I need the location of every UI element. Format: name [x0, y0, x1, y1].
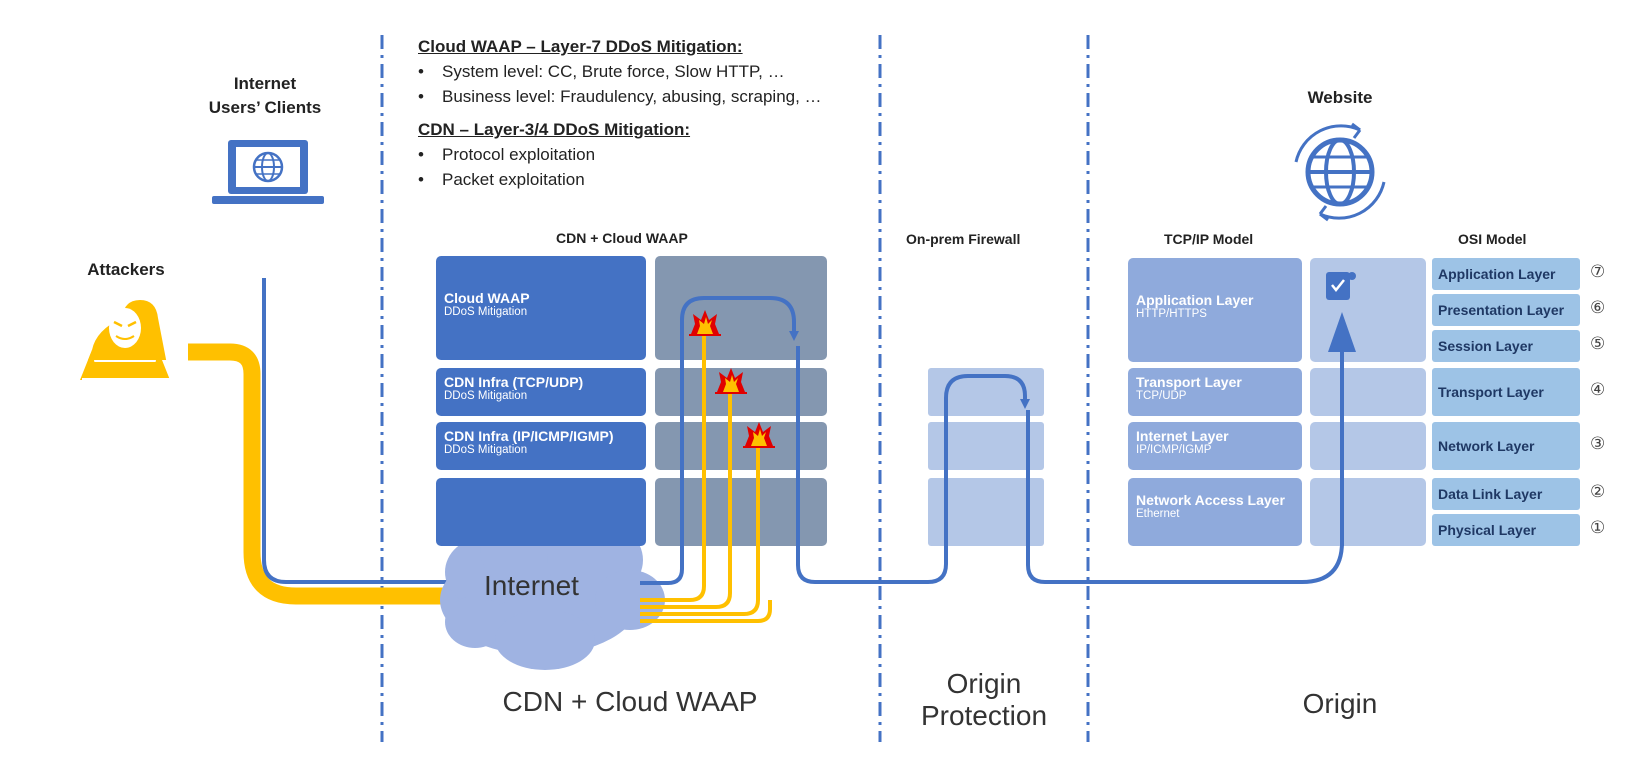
attackers-label: Attackers [87, 260, 165, 279]
users-label-line2: Users’ Clients [208, 98, 322, 117]
cloud-waap-title: Cloud WAAP [444, 290, 530, 306]
zone-origin-protection-label: Origin Protection [900, 668, 1068, 732]
osi-num-6: ⑥ [1590, 298, 1606, 317]
zone-origin-protection-line2: Protection [920, 700, 1048, 731]
osi-num-4: ④ [1590, 380, 1606, 399]
osi-num-3: ③ [1590, 434, 1606, 453]
users-label: Internet Users’ Clients [190, 72, 340, 120]
cdn-ip-sub: DDoS Mitigation [444, 444, 528, 456]
osi-num-7: ⑦ [1590, 262, 1606, 281]
attack-line-ip [640, 444, 760, 616]
zone-origin-protection-line1: Origin [946, 668, 1022, 699]
osi-data-link-layer: Data Link Layer [1432, 478, 1580, 510]
cdn-base-box [436, 478, 646, 546]
tcpip-transport-sub: TCP/UDP [1136, 390, 1187, 402]
waap-heading: Cloud WAAP – Layer-7 DDoS Mitigation: [418, 37, 743, 56]
attack-line-tcp [640, 390, 732, 609]
firewall-title: On-prem Firewall [906, 231, 1021, 247]
certificate-icon [1326, 272, 1356, 300]
legit-traffic-overlay [680, 296, 799, 546]
explosion-icon [743, 422, 775, 448]
waap-bullet-1: System level: CC, Brute force, Slow HTTP… [418, 62, 785, 82]
users-label-line1: Internet [233, 74, 297, 93]
hacker-icon [80, 300, 170, 382]
attacker-traffic-path [188, 343, 470, 605]
waap-bullet-2: Business level: Fraudulency, abusing, sc… [418, 87, 822, 107]
arrow-up-to-app-overlay [1328, 312, 1356, 352]
tcpip-internet-title: Internet Layer [1136, 428, 1229, 444]
user-traffic-path [262, 278, 470, 584]
osi-network-layer: Network Layer [1432, 422, 1580, 470]
laptop-globe-icon [212, 140, 324, 204]
cdn-tcp-box: CDN Infra (TCP/UDP) DDoS Mitigation [436, 368, 646, 416]
firewall-traffic-path [944, 374, 1030, 546]
tcpip-application-sub: HTTP/HTTPS [1136, 308, 1207, 320]
osi-num-5: ⑤ [1590, 334, 1606, 353]
cdn-heading: CDN – Layer-3/4 DDoS Mitigation: [418, 120, 691, 139]
internet-label: Internet [484, 570, 579, 601]
cloud-waap-sub: DDoS Mitigation [444, 306, 528, 318]
transport-light-box [1310, 368, 1426, 416]
osi-num-2: ② [1590, 482, 1606, 501]
globe-refresh-icon [1294, 122, 1386, 222]
tcpip-network-access-sub: Ethernet [1136, 508, 1180, 520]
tcpip-transport-layer: Transport Layer TCP/UDP [1128, 368, 1302, 416]
tcpip-application-title: Application Layer [1136, 292, 1254, 308]
legit-traffic-path-3 [1026, 328, 1344, 584]
osi-physical-layer: Physical Layer [1432, 514, 1580, 546]
osi-session-layer: Session Layer [1432, 330, 1580, 362]
zone-cdn-label: CDN + Cloud WAAP [502, 686, 758, 717]
internet-light-box [1310, 422, 1426, 470]
attack-line-base [640, 600, 772, 623]
osi-title: OSI Model [1458, 231, 1527, 247]
network-access-light-box [1310, 478, 1426, 546]
cdn-ip-title: CDN Infra (IP/ICMP/IGMP) [444, 428, 614, 444]
tcpip-network-access-title: Network Access Layer [1136, 492, 1285, 508]
tcpip-internet-sub: IP/ICMP/IGMP [1136, 444, 1212, 456]
tcpip-application-layer: Application Layer HTTP/HTTPS [1128, 258, 1302, 362]
explosion-icon [715, 368, 747, 394]
osi-presentation-layer: Presentation Layer [1432, 294, 1580, 326]
attack-line-app [640, 333, 706, 602]
cdn-bullet-2: Packet exploitation [418, 170, 585, 190]
cdn-bullet-1: Protocol exploitation [418, 145, 595, 165]
cdn-ip-box: CDN Infra (IP/ICMP/IGMP) DDoS Mitigation [436, 422, 646, 470]
zone-origin-label: Origin [1302, 688, 1378, 719]
tcpip-transport-title: Transport Layer [1136, 374, 1242, 390]
explosion-icon [689, 310, 721, 336]
cdn-tcp-sub: DDoS Mitigation [444, 390, 528, 402]
osi-application-layer: Application Layer [1432, 258, 1580, 290]
cloud-waap-box: Cloud WAAP DDoS Mitigation [436, 256, 646, 360]
website-label: Website [1307, 88, 1373, 107]
cdn-waap-title: CDN + Cloud WAAP [556, 230, 688, 246]
osi-num-1: ① [1590, 518, 1606, 537]
cdn-tcp-title: CDN Infra (TCP/UDP) [444, 374, 584, 390]
tcpip-network-access-layer: Network Access Layer Ethernet [1128, 478, 1302, 546]
tcpip-title: TCP/IP Model [1164, 231, 1254, 247]
osi-transport-layer: Transport Layer [1432, 368, 1580, 416]
tcpip-internet-layer: Internet Layer IP/ICMP/IGMP [1128, 422, 1302, 470]
